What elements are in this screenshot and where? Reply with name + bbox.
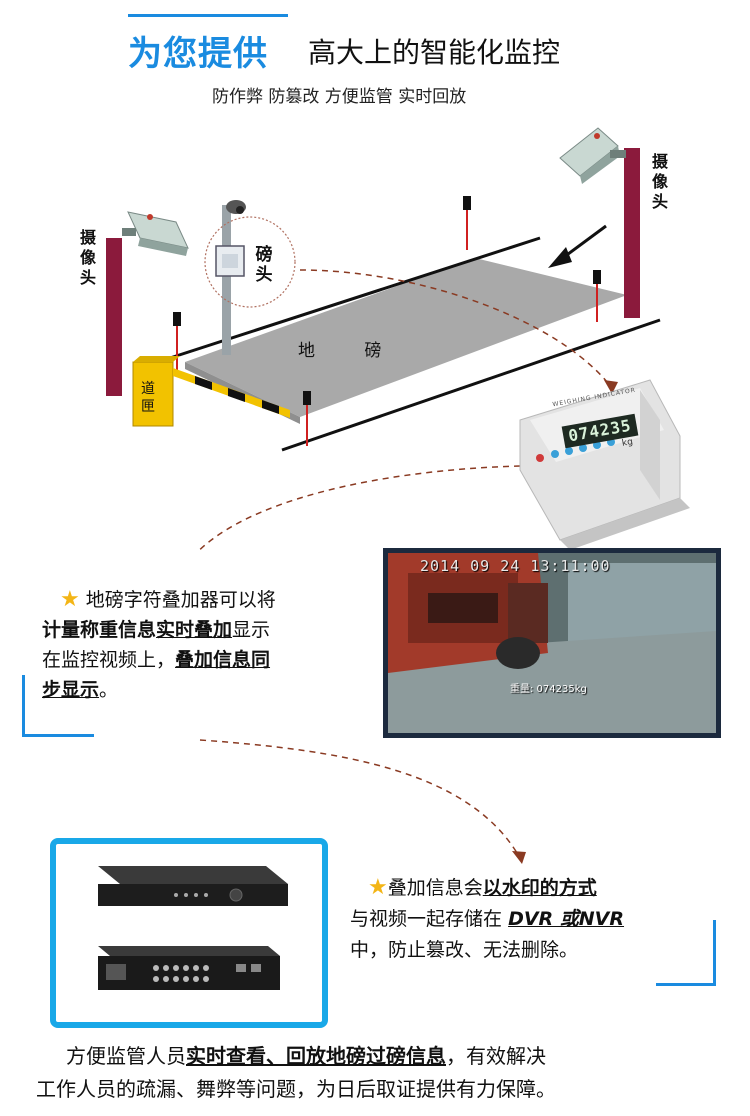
overlay-text-bold-underline: 实时叠加	[156, 619, 233, 641]
gate-label-char: 道	[141, 381, 155, 397]
camera-left-label-char: 头	[79, 268, 96, 287]
summary-text: 方便监管人员	[66, 1044, 186, 1068]
page-title-highlight: 为您提供	[128, 34, 268, 74]
overlay-description-line: 在监控视频上，叠加信息同	[42, 645, 364, 675]
watermark-text: 与视频一起存储在	[350, 908, 503, 930]
flow-arrow-1	[299, 269, 613, 389]
watermark-description-line: 与视频一起存储在 DVR 或NVR	[350, 904, 710, 935]
camera-right-label: 摄 像 头	[650, 152, 670, 212]
overlay-description-line: ★ 地磅字符叠加器可以将	[42, 585, 364, 615]
corner-bracket	[22, 675, 25, 737]
page-subtitle: 防作弊 防篡改 方便监管 实时回放	[212, 87, 467, 107]
overlay-text-bold: 计量称重信息	[42, 619, 157, 641]
camera-left-label: 摄 像 头	[78, 228, 98, 288]
overlay-description: ★ 地磅字符叠加器可以将 计量称重信息实时叠加显示 在监控视频上，叠加信息同 步…	[42, 585, 364, 705]
gate-label-char: 匣	[141, 399, 155, 415]
summary-text-bold: 实时查看、回放地磅过磅信息	[186, 1044, 446, 1068]
watermark-text-bold: 以水印的方式	[482, 877, 597, 899]
pound-head-callout	[204, 216, 296, 308]
flow-arrow-3	[199, 739, 526, 864]
star-icon: ★	[60, 587, 80, 612]
sensor-post-1	[463, 196, 471, 250]
corner-bracket	[713, 920, 716, 986]
camera-pole-right	[624, 148, 640, 318]
rail-line-bottom	[281, 318, 661, 452]
barrier-gate-box	[132, 361, 174, 427]
weighbridge-diagram	[106, 127, 690, 550]
dvr-image-frame	[50, 838, 328, 1028]
camera-right-label-char: 摄	[651, 152, 668, 171]
bottom-summary-line: 工作人员的疏漏、舞弊等问题，为日后取证提供有力保障。	[36, 1073, 726, 1106]
pound-head-label-char: 头	[255, 265, 273, 285]
corner-bracket	[656, 983, 716, 986]
video-timestamp: 2014 09 24 13:11:00	[420, 557, 611, 575]
weighing-indicator-device	[519, 379, 690, 550]
overlay-text: 显示	[232, 619, 271, 641]
sensor-post-3	[173, 312, 181, 372]
camera-pole-left	[106, 238, 122, 396]
camera-right-icon	[559, 127, 626, 184]
video-frame-inner	[388, 553, 716, 733]
overlay-description-line: 步显示。	[42, 675, 364, 705]
pound-head-label: 磅 头	[254, 245, 274, 285]
overlay-text: 在监控视频上，	[42, 649, 176, 671]
barrier-arm	[173, 368, 290, 418]
weighbridge-plate	[185, 258, 627, 417]
video-scene	[388, 553, 716, 733]
camera-left-label-char: 摄	[79, 228, 96, 247]
camera-left-icon	[122, 211, 189, 256]
camera-right-label-char: 像	[651, 172, 668, 191]
bottom-summary-line: 方便监管人员实时查看、回放地磅过磅信息，有效解决	[36, 1040, 726, 1073]
watermark-description-line: 中，防止篡改、无法删除。	[350, 935, 710, 966]
header-accent-bar	[128, 14, 288, 17]
overlay-text-bold-underline: 步显示	[42, 679, 100, 701]
dome-camera-pole	[222, 205, 231, 355]
watermark-text: 叠加信息会	[387, 877, 483, 899]
gate-label: 道 匣	[139, 380, 157, 416]
video-snapshot	[383, 548, 721, 738]
watermark-text: 中，防止篡改、无法删除。	[350, 939, 579, 961]
summary-text: 工作人员的疏漏、舞弊等问题，为日后取证提供有力保障。	[36, 1077, 556, 1101]
corner-bracket	[22, 734, 94, 737]
sensor-post-2	[593, 270, 601, 322]
star-icon: ★	[368, 875, 388, 900]
overlay-text: 。	[99, 679, 119, 701]
pound-head-label-char: 磅	[255, 245, 273, 265]
sensor-post-4	[303, 391, 311, 446]
overlay-text-bold-underline: 叠加信息同	[175, 649, 271, 671]
bottom-summary: 方便监管人员实时查看、回放地磅过磅信息，有效解决 工作人员的疏漏、舞弊等问题，为…	[36, 1040, 726, 1106]
summary-text: ，有效解决	[446, 1044, 546, 1068]
camera-right-label-char: 头	[651, 192, 668, 211]
indicator-unit: kg	[621, 437, 634, 449]
camera-left-label-char: 像	[79, 248, 96, 267]
watermark-description-line: ★叠加信息会以水印的方式	[350, 872, 710, 904]
page-title: 高大上的智能化监控	[308, 36, 561, 69]
overlay-text: 地磅字符叠加器可以将	[85, 589, 276, 611]
watermark-description: ★叠加信息会以水印的方式 与视频一起存储在 DVR 或NVR 中，防止篡改、无法…	[350, 872, 710, 966]
dome-camera-icon	[226, 200, 246, 214]
watermark-text-dvr: DVR 或NVR	[508, 908, 625, 930]
weighbridge-label: 地 磅	[298, 341, 404, 361]
overlay-description-line: 计量称重信息实时叠加显示	[42, 615, 364, 645]
rail-line-top	[169, 236, 541, 360]
flow-arrow-2	[198, 465, 521, 550]
video-weight-overlay: 重量: 074235kg	[510, 684, 587, 695]
dvr-recorder-icon	[98, 866, 288, 990]
